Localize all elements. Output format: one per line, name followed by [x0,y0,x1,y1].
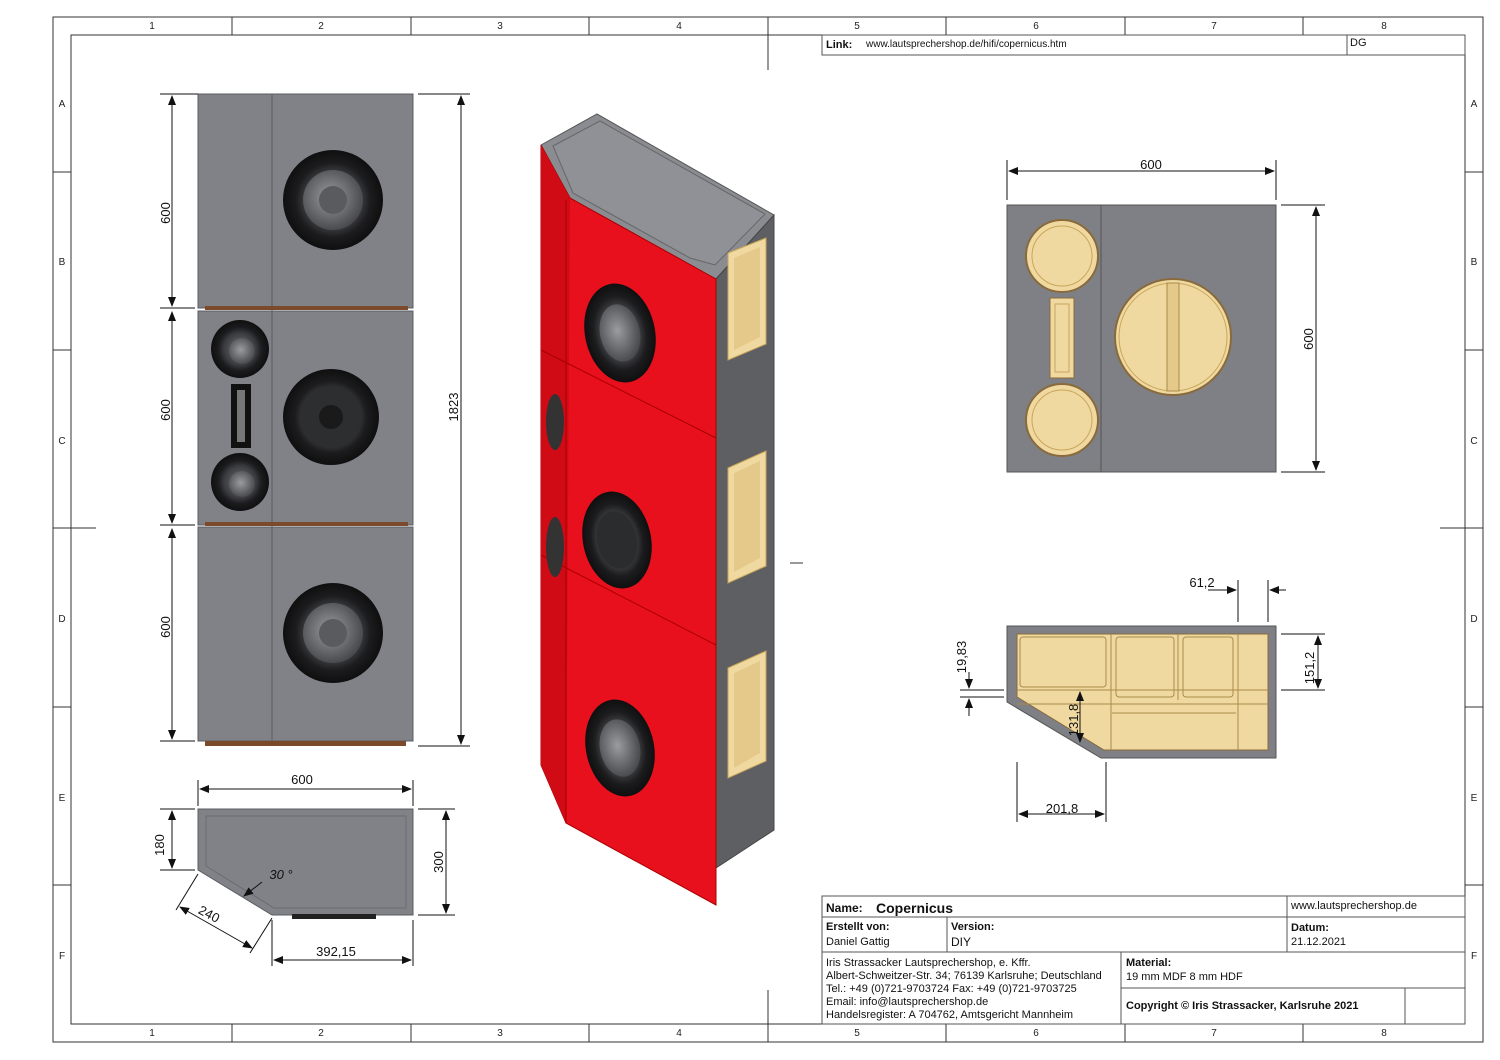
row-label-right: C [1470,436,1477,447]
dim-front-total: 1823 [446,393,461,422]
dim-section-top: 61,2 [1189,575,1214,590]
dim-section-left: 19,83 [954,641,969,674]
version-label: Version: [951,921,994,933]
top-midrange-lower [1025,383,1099,457]
title-block-text: Name: Copernicus www.lautsprechershop.de… [826,900,1417,1021]
dim-top-width: 600 [1140,157,1162,172]
dim-side-right-height: 300 [431,851,446,873]
iso-woofer-middle [582,491,652,589]
col-label-bottom: 5 [854,1028,860,1039]
dim-front-top: 600 [158,202,173,224]
row-label-left: A [59,99,66,110]
col-label-bottom: 3 [497,1028,503,1039]
iso-view [540,113,775,906]
iso-woofer-bottom [585,699,655,797]
col-label-bottom: 6 [1033,1028,1039,1039]
iso-midrange-lower [546,517,564,577]
dim-side-width: 600 [291,772,313,787]
date-label: Datum: [1291,922,1329,934]
col-label-top: 3 [497,21,503,32]
woofer-middle [283,369,379,465]
drawer-initials: DG [1350,37,1367,49]
name-label: Name: [826,901,863,915]
dim-side-chamfer: 240 [196,902,222,925]
ribbon-tweeter [231,384,251,448]
dim-side-bottom-width: 392,15 [316,944,356,959]
dim-section-bottom: 201,8 [1046,801,1079,816]
row-label-left: F [59,951,65,962]
top-ribbon-slot [1049,297,1075,379]
col-label-top: 1 [149,21,155,32]
front-view: 600 600 600 1823 [158,93,470,747]
grid-labels: 1 2 3 4 5 6 7 8 1 2 3 4 5 6 7 8 A B C D … [58,21,1477,1039]
address-line: Email: info@lautsprechershop.de [826,996,988,1008]
author-label: Erstellt von: [826,921,890,933]
iso-ports [727,237,767,779]
row-label-right: A [1471,99,1478,110]
col-label-bottom: 1 [149,1028,155,1039]
website: www.lautsprechershop.de [1290,900,1417,912]
midrange-upper [211,320,269,378]
title-block-frame [821,895,1466,1025]
link-label: Link: [826,39,852,51]
row-label-left: C [58,436,65,447]
col-label-bottom: 8 [1381,1028,1387,1039]
row-label-right: F [1471,951,1477,962]
address-line: Iris Strassacker Lautsprechershop, e. Kf… [826,957,1031,969]
material-label: Material: [1126,957,1171,969]
dim-side-left-height: 180 [152,834,167,856]
col-label-bottom: 4 [676,1028,682,1039]
name-value: Copernicus [876,900,953,916]
midrange-lower [211,453,269,511]
version-value: DIY [951,935,971,949]
address-line: Handelsregister: A 704762, Amtsgericht M… [826,1009,1073,1021]
side-view: 600 180 300 392,15 240 30 ° [152,772,455,966]
top-midrange-upper [1025,219,1099,293]
section-view: 61,2 151,2 19,83 131,8 201,8 [954,575,1325,822]
col-label-bottom: 2 [318,1028,324,1039]
link-url: www.lautsprechershop.de/hifi/copernicus.… [865,39,1067,50]
date-value: 21.12.2021 [1291,936,1346,948]
address-line: Albert-Schweitzer-Str. 34; 76139 Karlsru… [826,970,1102,982]
col-label-bottom: 7 [1211,1028,1217,1039]
dim-section-inner: 131,8 [1066,704,1081,737]
top-woofer [1114,278,1232,396]
col-label-top: 6 [1033,21,1039,32]
iso-midrange-upper [546,394,564,450]
col-label-top: 5 [854,21,860,32]
dim-section-right: 151,2 [1302,652,1317,685]
dim-front-bottom: 600 [158,616,173,638]
dim-top-height: 600 [1301,328,1316,350]
row-label-right: B [1471,257,1478,268]
col-label-top: 8 [1381,21,1387,32]
row-label-right: D [1470,614,1477,625]
row-label-right: E [1471,793,1478,804]
copyright: Copyright © Iris Strassacker, Karlsruhe … [1126,1000,1359,1012]
woofer-bottom [283,583,383,683]
row-label-left: D [58,614,65,625]
header-link-box: Link: www.lautsprechershop.de/hifi/coper… [821,34,1466,56]
top-view: 600 600 [1006,157,1325,473]
grid-ticks [53,17,1483,1042]
address-line: Tel.: +49 (0)721-9703724 Fax: +49 (0)721… [826,983,1077,995]
col-label-top: 7 [1211,21,1217,32]
woofer-top [283,150,383,250]
dim-side-angle: 30 ° [269,867,292,882]
dim-front-mid: 600 [158,399,173,421]
row-label-left: B [59,257,66,268]
row-label-left: E [59,793,66,804]
col-label-top: 2 [318,21,324,32]
col-label-top: 4 [676,21,682,32]
material-value: 19 mm MDF 8 mm HDF [1126,971,1243,983]
iso-woofer-top [584,283,656,383]
author-value: Daniel Gattig [826,936,890,948]
